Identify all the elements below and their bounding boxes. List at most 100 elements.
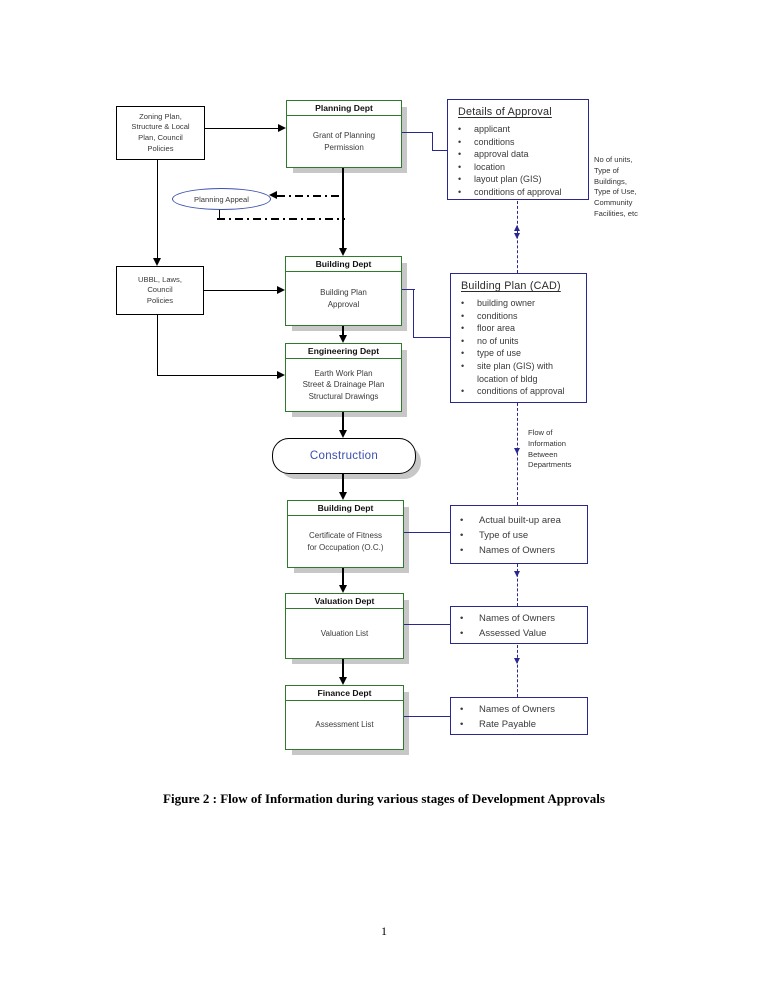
note-line: Flow of bbox=[528, 428, 553, 437]
connector-building-cad bbox=[413, 289, 415, 338]
bullet-item: no of units bbox=[451, 335, 586, 348]
arrowhead bbox=[269, 191, 277, 199]
finance-dept-node: Finance Dept Assessment List bbox=[285, 685, 404, 750]
arrowhead bbox=[277, 371, 285, 379]
bullet-item: applicant bbox=[448, 123, 588, 136]
mini-arrow-down bbox=[514, 658, 520, 664]
flow-valuation-to-finance bbox=[342, 657, 344, 678]
connector-ubbl-to-building bbox=[203, 290, 277, 292]
node-text-line: Council bbox=[147, 285, 173, 295]
arrowhead bbox=[338, 585, 347, 593]
arrowhead bbox=[277, 286, 285, 294]
connector-zoning-to-planning bbox=[203, 128, 278, 130]
occupation-details-list: Actual built-up areaType of useNames of … bbox=[451, 506, 587, 558]
connector-building2-details bbox=[402, 532, 450, 534]
construction-label: Construction bbox=[309, 450, 379, 462]
arrowhead bbox=[338, 248, 347, 256]
finance-dept-header: Finance Dept bbox=[286, 686, 403, 701]
bullet-item: layout plan (GIS) bbox=[448, 173, 588, 186]
connector-finance-details bbox=[402, 716, 450, 718]
bullet-item: approval data bbox=[448, 148, 588, 161]
connector-ubbl-down bbox=[157, 313, 159, 376]
connector-valuation-details bbox=[402, 624, 450, 626]
details-of-approval-title: Details of Approval bbox=[458, 106, 552, 118]
node-text-line: Certificate of Fitness bbox=[309, 531, 382, 540]
valuation-details-box: Names of OwnersAssessed Value bbox=[450, 606, 588, 644]
finance-details-box: Names of OwnersRate Payable bbox=[450, 697, 588, 735]
node-text-line: Assessment List bbox=[315, 720, 374, 730]
bullet-item: conditions bbox=[448, 136, 588, 149]
note-line: No of units, bbox=[594, 155, 633, 164]
planning-appeal-node: Planning Appeal bbox=[172, 188, 271, 210]
bullet-item: Rate Payable bbox=[451, 717, 587, 732]
node-text-line: Policies bbox=[146, 295, 174, 305]
note-line: Between bbox=[528, 449, 558, 459]
node-text-line: Building Plan bbox=[320, 288, 367, 297]
node-text-line: Plan, Council bbox=[138, 133, 183, 142]
building-plan-cad-box: Building Plan (CAD) building ownercondit… bbox=[450, 273, 587, 403]
building-dept-header: Building Dept bbox=[286, 257, 401, 272]
node-text-line: for Occupation (O.C.) bbox=[307, 542, 384, 552]
finance-details-list: Names of OwnersRate Payable bbox=[451, 698, 587, 732]
bullet-item: site plan (GIS) with location of bldg bbox=[451, 360, 586, 385]
connector-building-cad bbox=[413, 337, 450, 339]
flow-planning-to-building bbox=[342, 166, 344, 248]
bullet-item: Names of Owners bbox=[451, 543, 587, 558]
connector-planning-details bbox=[432, 150, 447, 152]
node-text-line: Structural Drawings bbox=[308, 391, 379, 401]
construction-node: Construction bbox=[272, 438, 416, 474]
info-flow-dashed-line bbox=[517, 403, 518, 505]
node-text-line: Valuation List bbox=[320, 628, 369, 638]
connector-appeal-out bbox=[217, 218, 345, 220]
note-line: Departments bbox=[528, 460, 572, 470]
details-of-approval-list: applicantconditionsapproval datalocation… bbox=[448, 121, 588, 199]
flow-building-to-engineering bbox=[342, 324, 344, 336]
bullet-item: Type of use bbox=[451, 528, 587, 543]
connector-building-cad bbox=[400, 289, 415, 291]
planning-appeal-label: Planning Appeal bbox=[194, 194, 249, 204]
connector-appeal-tick bbox=[219, 206, 221, 219]
figure-caption: Figure 2 : Flow of Information during va… bbox=[163, 791, 605, 806]
arrowhead bbox=[338, 335, 347, 343]
mini-arrow-down bbox=[514, 448, 520, 454]
arrowhead bbox=[338, 430, 347, 438]
bullet-item: floor area bbox=[451, 322, 586, 335]
note-line: Information bbox=[528, 438, 566, 448]
node-text-line: Grant of Planning bbox=[312, 131, 376, 140]
valuation-dept-body: Valuation List bbox=[286, 609, 403, 658]
bullet-item: conditions of approval bbox=[448, 186, 588, 199]
note-line: Type of Use, bbox=[594, 187, 637, 197]
arrowhead bbox=[278, 124, 286, 132]
flow-building2-to-valuation bbox=[342, 566, 344, 586]
bullet-item: Names of Owners bbox=[451, 702, 587, 717]
info-flow-dashed-line bbox=[517, 645, 518, 697]
bullet-item: conditions bbox=[451, 310, 586, 323]
valuation-details-list: Names of OwnersAssessed Value bbox=[451, 607, 587, 641]
note-line: Facilities, etc bbox=[594, 208, 638, 218]
connector-planning-details bbox=[400, 132, 433, 134]
bullet-item: Assessed Value bbox=[451, 626, 587, 641]
bullet-item: Names of Owners bbox=[451, 611, 587, 626]
bullet-item: building owner bbox=[451, 297, 586, 310]
bullet-item: conditions of approval bbox=[451, 385, 586, 398]
node-text-line: Zoning Plan, bbox=[139, 111, 182, 121]
occupation-details-box: Actual built-up areaType of useNames of … bbox=[450, 505, 588, 564]
connector-zoning-to-ubbl bbox=[157, 158, 159, 258]
details-of-approval-box: Details of Approval applicantconditionsa… bbox=[447, 99, 589, 200]
node-text-line: Structure & Local bbox=[131, 122, 190, 132]
bullet-item: type of use bbox=[451, 347, 586, 360]
page-number: 1 bbox=[381, 924, 387, 938]
mini-arrow-down bbox=[514, 571, 520, 577]
note-line: Buildings, bbox=[594, 176, 627, 186]
engineering-dept-header: Engineering Dept bbox=[286, 344, 401, 359]
node-text-line: Permission bbox=[324, 142, 364, 152]
